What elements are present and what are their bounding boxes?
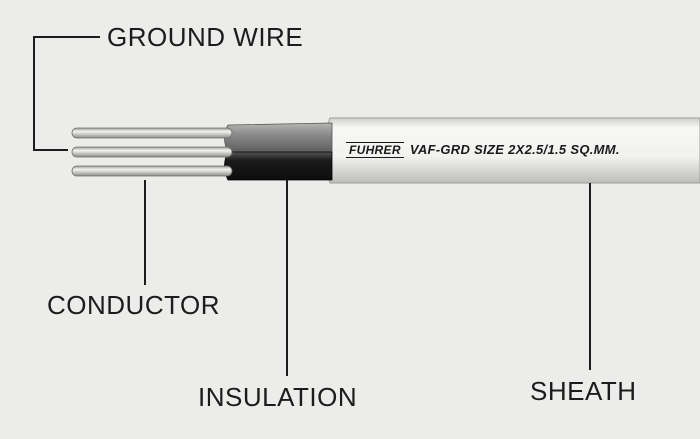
conductor-strand-bottom	[71, 165, 233, 177]
conductor-label: CONDUCTOR	[47, 290, 221, 320]
insulation-black	[224, 151, 333, 181]
insulation-grey	[224, 122, 333, 153]
brand-logo: FUHRER	[346, 142, 404, 158]
cable-print-marking: FUHRER VAF-GRD SIZE 2X2.5/1.5 SQ.MM.	[346, 142, 620, 158]
leader-ground-wire	[33, 36, 100, 151]
sheath-label: SHEATH	[530, 376, 637, 406]
cable-spec-text: VAF-GRD SIZE 2X2.5/1.5 SQ.MM.	[409, 142, 620, 157]
conductor-strand-middle	[71, 146, 233, 158]
ground-wire-label: GROUND WIRE	[107, 22, 304, 52]
insulation-label: INSULATION	[198, 382, 358, 412]
conductor-strand-top	[71, 127, 233, 139]
